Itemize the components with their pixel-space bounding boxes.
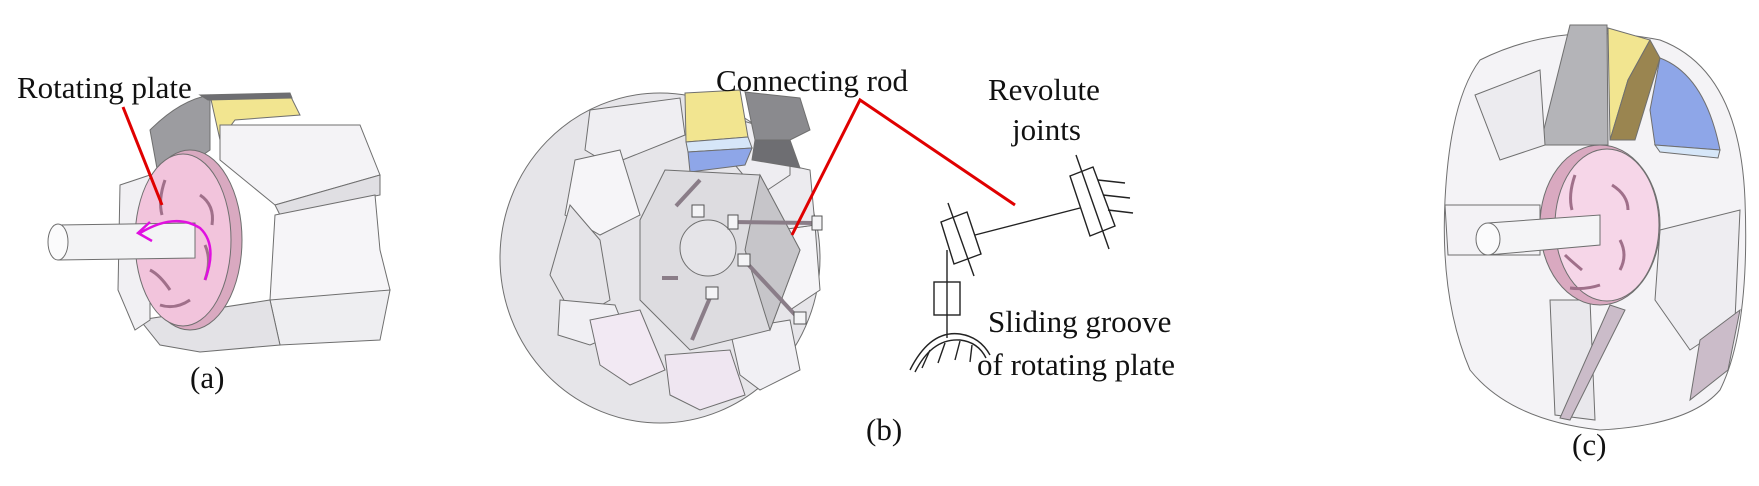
slider-block [933, 281, 961, 316]
block-lightblue-c [1653, 144, 1721, 159]
block-b [664, 349, 746, 411]
sliding-groove-label-line1: Sliding groove [988, 304, 1171, 339]
joint [691, 204, 705, 218]
sliding-groove-label-line2: of rotating plate [977, 347, 1175, 382]
panel-c: (c) [1443, 24, 1747, 462]
joint [737, 253, 751, 267]
ground-hatch [1107, 209, 1134, 214]
block-blue [687, 147, 753, 173]
center-shaft-b [679, 219, 737, 277]
rod-joints [691, 204, 823, 325]
wheel-b [499, 89, 823, 424]
block-c-left-top [1474, 69, 1546, 161]
joint-schematic [909, 154, 1134, 373]
panel-a: Rotating plate (a) [17, 70, 391, 395]
block-ul [584, 97, 686, 166]
block-bottom [139, 299, 281, 353]
joint-body [1069, 166, 1116, 237]
caption-b: (b) [866, 412, 902, 447]
connecting-rods [662, 178, 816, 341]
joint-axis [947, 202, 975, 277]
link-bar [974, 207, 1081, 236]
revolute-joints-label-line1: Revolute [988, 72, 1100, 107]
ground-hatch [1102, 194, 1131, 199]
block-br [729, 319, 801, 391]
revolute-joint-left [940, 202, 982, 277]
shaft-end [47, 223, 69, 261]
block-yellow-dark-c [1609, 38, 1661, 141]
block-bl [589, 309, 666, 386]
revolute-joints-label-line2: joints [1011, 112, 1081, 147]
block-c-bottom-strip [1559, 304, 1626, 421]
rotating-plate-leader [121, 106, 164, 206]
inner-hub-shade [744, 173, 801, 332]
rod [690, 292, 714, 341]
block-l1 [564, 149, 641, 236]
connecting-rod-label: Connecting rod [716, 63, 908, 98]
rod [729, 220, 816, 225]
block-dark-face [751, 139, 801, 169]
wheel-a-blocks [117, 92, 391, 353]
block-right-top [274, 174, 381, 216]
shaft-c-end [1475, 222, 1501, 256]
sliding-groove [909, 332, 991, 373]
plate-c-slots [1563, 174, 1630, 291]
panel-b: Connecting rod Revolute joints [499, 63, 1175, 447]
caption-a: (a) [190, 360, 224, 395]
block-dark-strip [198, 92, 293, 101]
joint [793, 311, 807, 325]
block-dark [744, 91, 811, 141]
groove-hatch [921, 340, 973, 369]
rotation-arrow [139, 219, 212, 281]
block-c-right-strip [1689, 308, 1741, 402]
rotating-plate-label: Rotating plate [17, 70, 192, 105]
shaft-a [47, 222, 196, 261]
rotation-arrowhead [135, 221, 153, 243]
rod [742, 258, 800, 320]
shaft-body [57, 222, 196, 261]
rod [674, 178, 702, 208]
joint [705, 286, 719, 300]
joint [811, 215, 823, 231]
block-right-bottom [269, 289, 391, 346]
connecting-rod-leader [790, 97, 1016, 236]
block-grey-cone [1539, 24, 1609, 146]
joint-body [940, 211, 982, 265]
ground-hatch [1097, 179, 1126, 184]
joint [727, 214, 739, 230]
joint-axis [1075, 154, 1110, 250]
caption-c: (c) [1572, 427, 1606, 462]
revolute-joint-right [1069, 154, 1134, 250]
